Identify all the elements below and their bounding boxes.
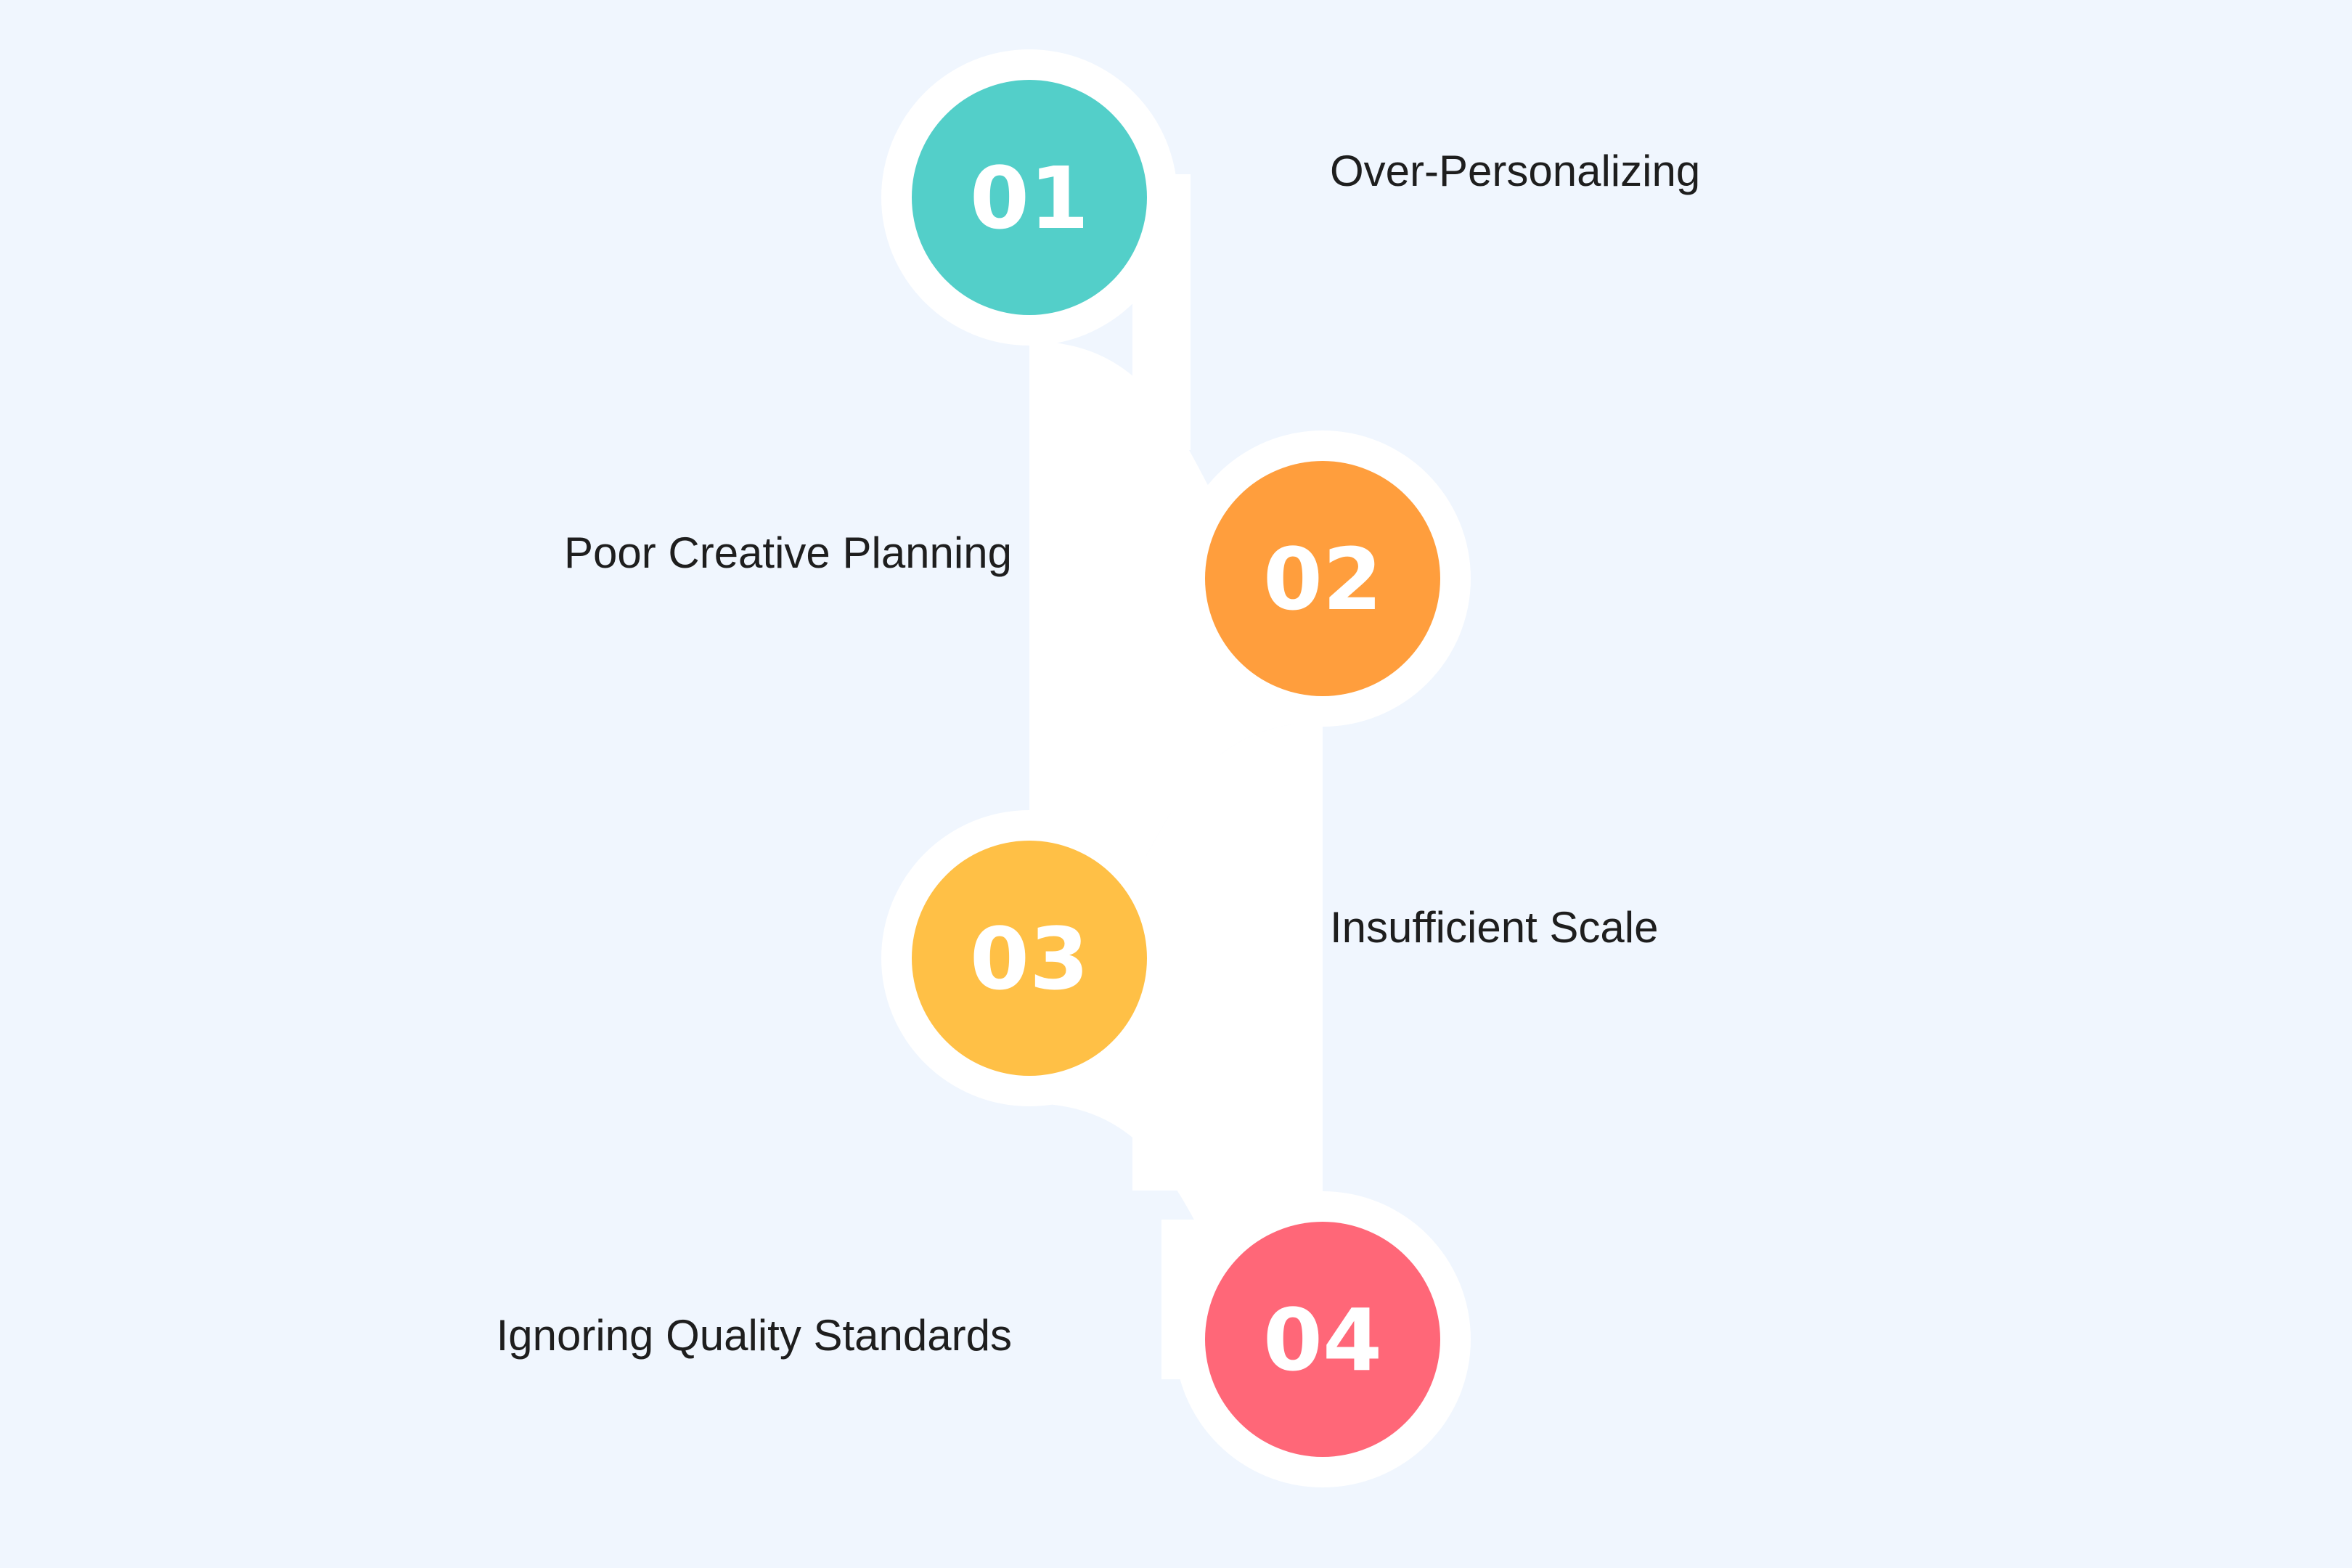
step-3-label: Insufficient Scale	[1330, 903, 1659, 952]
step-4-badge	[1205, 1222, 1440, 1457]
step-2-badge	[1205, 461, 1440, 696]
step-3-badge	[912, 841, 1147, 1076]
step-2: 02 Poor Creative Planning	[564, 430, 1471, 727]
step-1-badge	[912, 80, 1147, 315]
step-1-label: Over-Personalizing	[1330, 147, 1700, 195]
step-3-number: 03	[970, 909, 1089, 1009]
step-4-label: Ignoring Quality Standards	[497, 1311, 1012, 1360]
step-1-number: 01	[970, 148, 1089, 248]
step-4-number: 04	[1263, 1290, 1382, 1390]
step-3: 03 Insufficient Scale	[881, 810, 1659, 1106]
step-4: 04 Ignoring Quality Standards	[497, 1191, 1471, 1487]
step-2-number: 02	[1263, 529, 1382, 629]
step-1: 01 Over-Personalizing	[881, 49, 1700, 346]
step-2-label: Poor Creative Planning	[564, 528, 1012, 577]
